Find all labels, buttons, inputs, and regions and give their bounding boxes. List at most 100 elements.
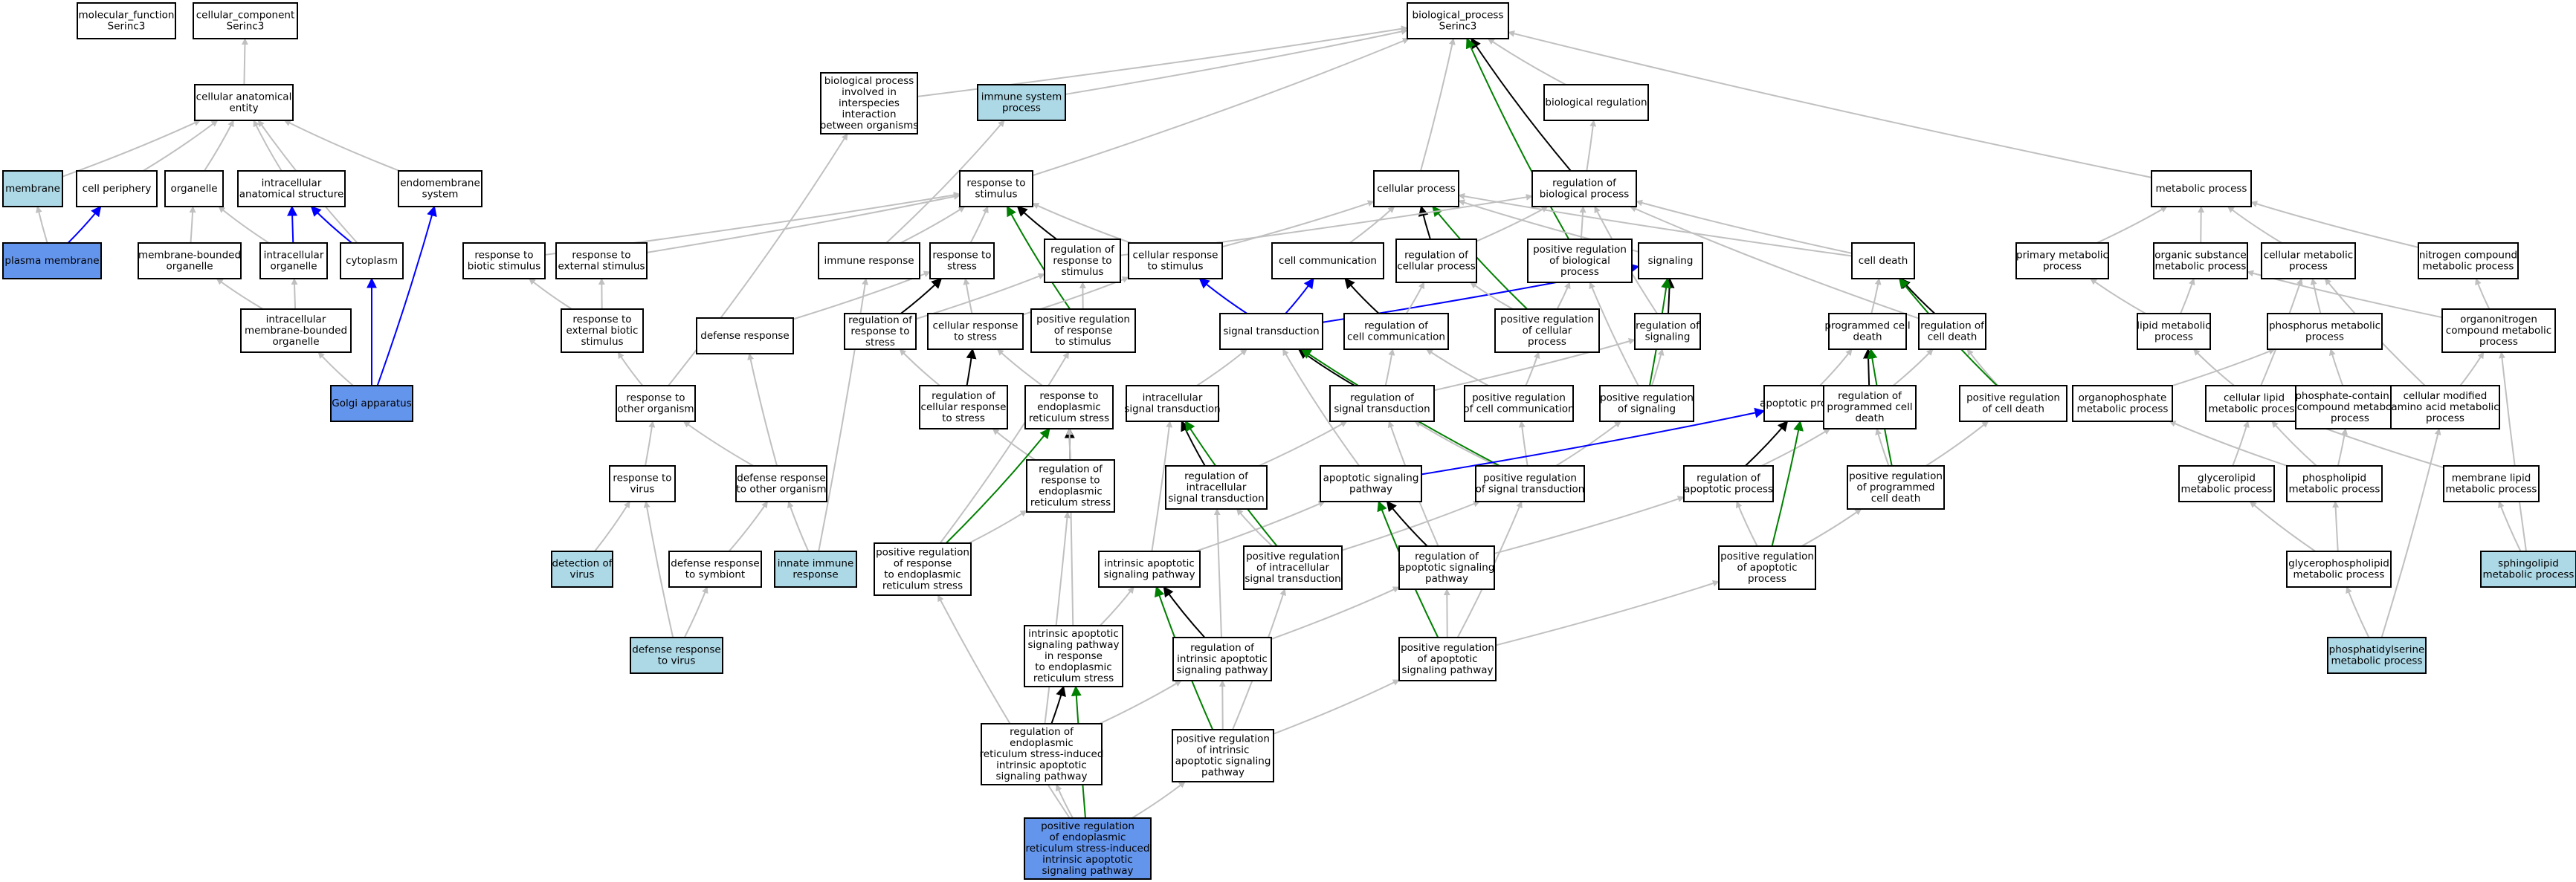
- go-term-node[interactable]: cell death: [1851, 242, 1915, 279]
- go-term-node[interactable]: cell communication: [1271, 242, 1384, 279]
- go-term-node[interactable]: metabolic process: [2151, 170, 2252, 207]
- go-term-node[interactable]: biological regulation: [1543, 84, 1649, 121]
- node-box: [1172, 637, 1272, 681]
- node-box: [919, 385, 1008, 429]
- go-term-node[interactable]: immune response: [818, 242, 920, 279]
- go-term-node[interactable]: cytoplasm: [340, 242, 404, 279]
- go-term-node[interactable]: signal transduction: [1219, 313, 1323, 350]
- node-label-line: intracellular: [1187, 481, 1247, 493]
- go-term-node[interactable]: membrane: [2, 170, 63, 207]
- go-term-node[interactable]: Golgi apparatus: [330, 385, 413, 422]
- go-term-node[interactable]: organelle: [164, 170, 224, 207]
- node-label-line: reticulum stress: [882, 580, 963, 592]
- edge-is-a: [1132, 781, 1186, 819]
- go-term-node[interactable]: defense response: [696, 317, 794, 354]
- go-term-node[interactable]: cell periphery: [76, 170, 158, 207]
- node-label-line: cell death: [1928, 331, 1978, 343]
- go-term-node[interactable]: plasma membrane: [2, 242, 102, 279]
- edge-regulates: [1899, 277, 1936, 314]
- go-term-node[interactable]: cellular process: [1373, 170, 1459, 207]
- go-term-node[interactable]: signaling: [1638, 242, 1703, 279]
